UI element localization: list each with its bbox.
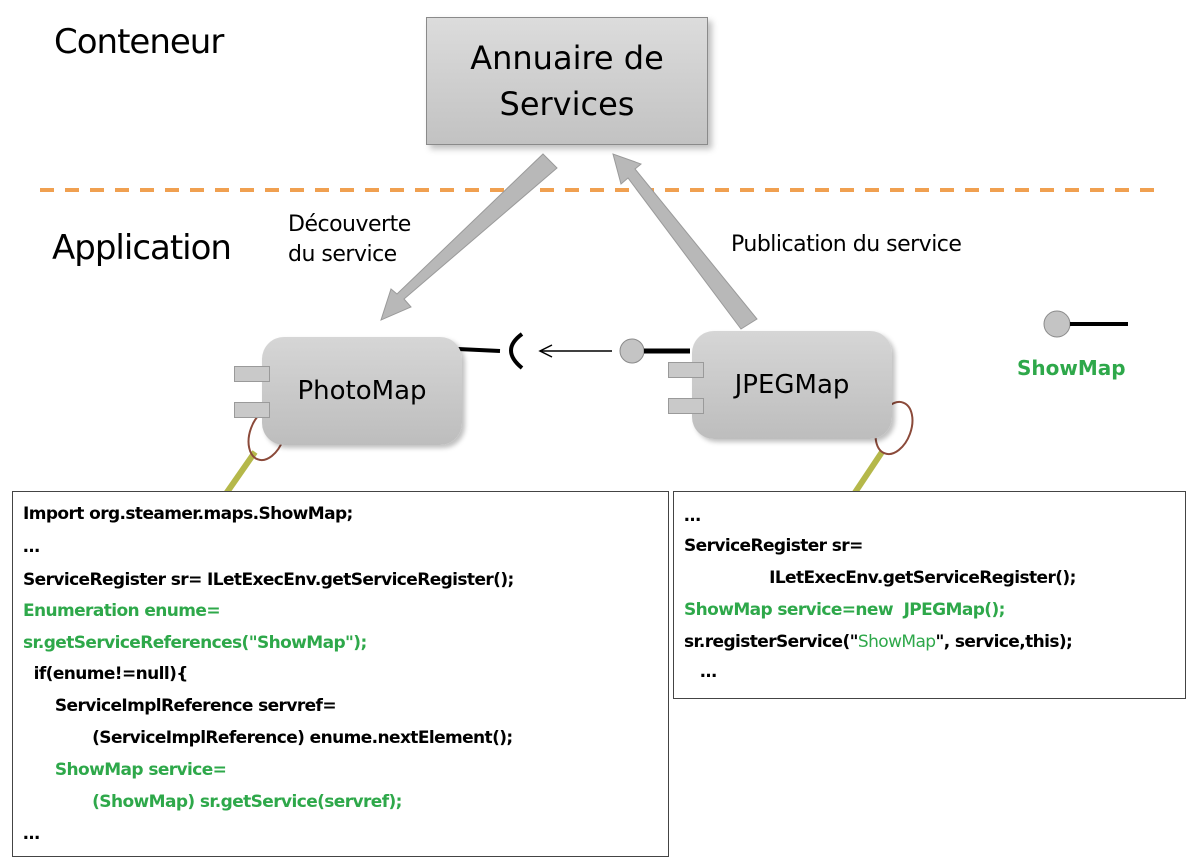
code-left-line: (ServiceImplReference) enume.nextElement… bbox=[23, 728, 513, 748]
magnifier-right-handle bbox=[849, 450, 885, 499]
annuaire-services-box: Annuaire de Services bbox=[426, 17, 708, 145]
photomap-socket-icon bbox=[509, 332, 524, 370]
annuaire-line1: Annuaire de bbox=[470, 39, 664, 77]
jpegmap-label: JPEGMap bbox=[734, 370, 850, 400]
photomap-component: PhotoMap bbox=[262, 337, 462, 445]
code-left-line: if(enume!=null){ bbox=[23, 664, 189, 684]
photomap-port-top bbox=[234, 366, 270, 382]
code-right-line: ShowMap service=new JPEGMap(); bbox=[684, 600, 1005, 620]
code-left-line: … bbox=[23, 537, 40, 557]
jpegmap-port-bottom bbox=[668, 398, 704, 414]
decouverte-line1: Découverte bbox=[288, 212, 411, 237]
code-right-line: … bbox=[684, 662, 717, 682]
legend-showmap-label: ShowMap bbox=[1017, 356, 1126, 380]
code-left-line: Enumeration enume= bbox=[23, 601, 221, 621]
magnifier-left-handle bbox=[220, 450, 258, 500]
code-left-line: ServiceImplReference servref= bbox=[23, 696, 337, 716]
code-left-line: sr.getServiceReferences("ShowMap"); bbox=[23, 633, 367, 653]
jpegmap-port-top bbox=[668, 362, 704, 378]
code-segment: ", service,this); bbox=[935, 632, 1073, 652]
application-label: Application bbox=[52, 228, 232, 268]
photomap-port-bottom bbox=[234, 402, 270, 418]
photomap-label: PhotoMap bbox=[297, 376, 427, 406]
discovery-arrow bbox=[380, 153, 558, 321]
photomap-code-box: Import org.steamer.maps.ShowMap; … Service… bbox=[12, 491, 669, 857]
code-left-line: … bbox=[23, 824, 40, 844]
code-segment-green: ShowMap bbox=[857, 632, 936, 652]
annuaire-line2: Services bbox=[499, 85, 635, 123]
code-right-line: sr.registerService("ShowMap", service,th… bbox=[684, 632, 1073, 652]
jpegmap-lollipop-icon bbox=[619, 338, 645, 364]
code-segment: sr.registerService(" bbox=[684, 632, 859, 652]
dependency-arrow-head bbox=[538, 344, 553, 358]
code-left-line: ServiceRegister sr= ILetExecEnv.getServi… bbox=[23, 570, 514, 590]
decouverte-label: Découverte du service bbox=[288, 210, 411, 270]
code-right-line: ServiceRegister sr= bbox=[684, 536, 863, 556]
code-right-line: … bbox=[684, 506, 701, 526]
code-left-line: ShowMap service= bbox=[23, 760, 227, 780]
jpegmap-code-box: … ServiceRegister sr= ILetExecEnv.getSer… bbox=[673, 491, 1186, 699]
code-left-line: (ShowMap) sr.getService(servref); bbox=[23, 792, 402, 812]
code-left-line: Import org.steamer.maps.ShowMap; bbox=[23, 504, 353, 524]
jpegmap-component: JPEGMap bbox=[692, 331, 892, 439]
code-right-line: ILetExecEnv.getServiceRegister(); bbox=[684, 568, 1076, 588]
photomap-socket-line bbox=[457, 347, 501, 353]
decouverte-line2: du service bbox=[288, 242, 397, 267]
legend-lollipop-icon bbox=[1043, 310, 1071, 338]
conteneur-label: Conteneur bbox=[54, 22, 224, 62]
publication-label: Publication du service bbox=[731, 232, 962, 257]
publication-arrow bbox=[612, 153, 758, 330]
